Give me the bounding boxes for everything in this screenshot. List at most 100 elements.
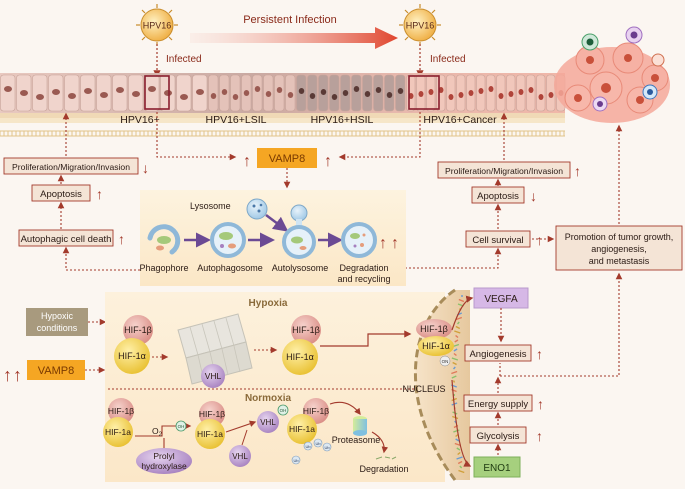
epithelial-cell (352, 75, 362, 111)
energy-up-arrow: ↑ (537, 396, 544, 412)
vamp8-up-arrow-right: ↑ (324, 153, 332, 170)
cell-nucleus (459, 92, 464, 98)
cell-nucleus (419, 91, 424, 97)
cell-nucleus (479, 88, 484, 94)
epithelial-cell (447, 75, 456, 111)
infected-left-label: Infected (166, 54, 202, 65)
vhl-hypoxia-label: VHL (205, 371, 222, 381)
vamp8-left-label: VAMP8 (38, 365, 74, 377)
vhl-normoxia-bound-label: VHL (260, 418, 276, 427)
epithelial-cell (177, 75, 192, 111)
oh-label: OH (178, 424, 185, 429)
right-survival-label: Cell survival (472, 235, 523, 246)
hif1b-stable-label: HIF-1β (292, 325, 320, 335)
glycolysis-up-arrow: ↑ (536, 428, 543, 444)
cell-nucleus (222, 89, 228, 95)
epithelial-cell (209, 75, 219, 111)
left-apoptosis-label: Apoptosis (40, 189, 82, 200)
cell-nucleus (299, 88, 305, 94)
hif1a-stable-label: HIF-1α (286, 352, 314, 362)
vamp8-left-up-arrow-1: ↑ (3, 365, 12, 385)
epithelial-cell (487, 75, 496, 111)
vegfa-label: VEGFA (484, 294, 518, 305)
epithelium-tissue (0, 73, 565, 136)
hypoxic-conditions-label: conditions (37, 323, 78, 333)
cell-nucleus (332, 94, 338, 100)
autophagosome-label: Autophagosome (197, 263, 263, 273)
degradation-up-arrow-2: ↑ (391, 235, 399, 252)
epithelial-cell (330, 75, 340, 111)
stage-label: HPV16+ (120, 114, 159, 126)
tumor-mass (554, 27, 670, 123)
cell-nucleus (398, 88, 404, 94)
epithelial-cell (1, 75, 16, 111)
right-proliferation-label: Proliferation/Migration/Invasion (445, 166, 563, 176)
degradation-icon (343, 224, 375, 256)
epithelial-cell (527, 75, 536, 111)
stage-label: HPV16+LSIL (205, 114, 266, 126)
vamp8-up-arrow-left: ↑ (243, 153, 251, 170)
epithelial-cell (537, 75, 546, 111)
nucleus-label: NUCLEUS (402, 384, 445, 394)
cell-nucleus (196, 89, 204, 95)
persistent-infection-label: Persistent Infection (243, 14, 337, 26)
eno1-label: ENO1 (483, 463, 511, 474)
prolyl-label: hydroxylase (141, 461, 187, 471)
hif1a-normoxia-3-label: HIF-1a (289, 424, 315, 434)
vamp8-left-up-arrow-2: ↑ (13, 365, 22, 385)
promotion-line: angiogenesis, (591, 244, 647, 254)
epithelial-cell (113, 75, 128, 111)
virus-right-label: HPV16 (406, 21, 435, 31)
cell-nucleus (36, 94, 44, 100)
cell-nucleus (52, 89, 60, 95)
glycolysis-label: Glycolysis (477, 431, 520, 442)
cell-nucleus (387, 92, 393, 98)
vamp8-top-label: VAMP8 (269, 153, 305, 165)
epithelial-cell (437, 75, 446, 111)
cell-nucleus (343, 90, 349, 96)
cell-nucleus (255, 86, 261, 92)
proteasome-icon (353, 416, 367, 436)
cell-nucleus (148, 86, 156, 92)
right-apoptosis-label: Apoptosis (477, 191, 519, 202)
cell-nucleus (244, 90, 250, 96)
cell-nucleus (4, 86, 12, 92)
degradation-label: Degradation (339, 263, 388, 273)
cell-nucleus (68, 93, 76, 99)
cell-nucleus (321, 89, 327, 95)
epithelial-cell (145, 75, 160, 111)
cell-nucleus (365, 91, 371, 97)
cell-nucleus (469, 90, 474, 96)
right-proliferation-up-arrow: ↑ (574, 163, 581, 179)
ub-label: Ub (293, 458, 299, 463)
left-proliferation-down-arrow: ↓ (142, 160, 149, 176)
autolysosome-label: Autolysosome (272, 263, 329, 273)
infected-right-label: Infected (430, 54, 466, 65)
cell-nucleus (84, 88, 92, 94)
hif1a-nucleus-label: HIF-1α (422, 341, 450, 351)
cell-nucleus (354, 86, 360, 92)
hif1b-normoxia-3-label: HIF-1β (303, 406, 329, 416)
stage-label: HPV16+Cancer (423, 114, 497, 126)
cell-nucleus (499, 93, 504, 99)
cell-nucleus (211, 93, 217, 99)
cell-nucleus (519, 89, 524, 95)
hif1b-normoxia-2-label: HIF-1β (199, 409, 225, 419)
cell-nucleus (164, 90, 172, 96)
energy-label: Energy supply (468, 399, 528, 410)
normoxia-degradation-label: Degradation (359, 464, 408, 474)
degradation-up-arrow-1: ↑ (379, 235, 387, 252)
stage-label: HPV16+HSIL (311, 114, 374, 126)
cell-nucleus (277, 87, 283, 93)
cell-nucleus (132, 91, 140, 97)
cell-nucleus (233, 94, 239, 100)
hypoxic-conditions-label: Hypoxic (41, 311, 74, 321)
cell-nucleus (100, 92, 108, 98)
arrow-autophagy-left (66, 248, 140, 270)
hif1b-normoxia-label: HIF-1β (108, 406, 134, 416)
cell-nucleus (180, 94, 188, 100)
cell-nucleus (288, 92, 294, 98)
prolyl-label: Prolyl (153, 451, 174, 461)
epithelial-cell (374, 75, 384, 111)
vhl-normoxia-free-label: VHL (232, 452, 248, 461)
